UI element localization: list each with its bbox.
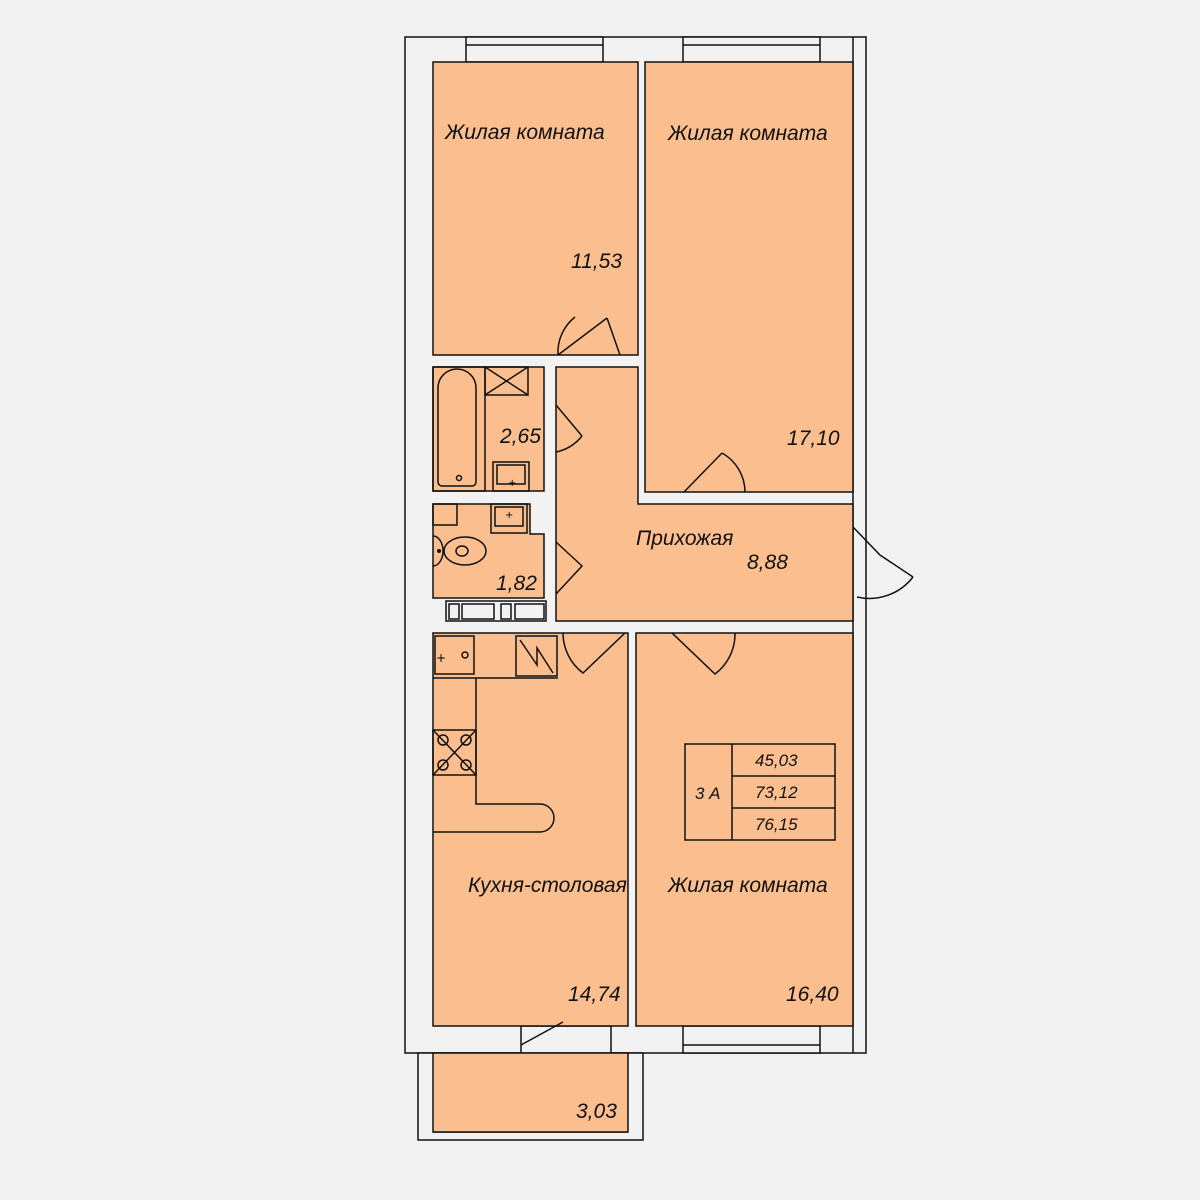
room-area-living-2: 17,10 bbox=[787, 427, 840, 450]
sink-icon: + bbox=[492, 461, 530, 492]
room-area-toilet: 1,82 bbox=[496, 572, 537, 595]
room-area-kitchen: 14,74 bbox=[568, 983, 621, 1006]
svg-text:+: + bbox=[508, 478, 516, 489]
sink-icon: + bbox=[490, 503, 528, 534]
shower-icon bbox=[484, 366, 529, 396]
room-name-kitchen: Кухня-столовая bbox=[468, 874, 627, 897]
stove-icon bbox=[432, 729, 477, 776]
area-summary-table: 3 А 45,03 73,12 76,15 bbox=[684, 743, 836, 841]
room-area-living-3: 16,40 bbox=[786, 983, 839, 1006]
room-hallway bbox=[555, 366, 854, 622]
room-living-1 bbox=[432, 61, 639, 356]
room-kitchen bbox=[432, 632, 629, 1027]
room-living-2 bbox=[644, 61, 854, 493]
apartment-type: 3 А bbox=[695, 784, 721, 803]
svg-text:+: + bbox=[436, 651, 446, 665]
room-name-living-2: Жилая комната bbox=[667, 122, 828, 145]
room-name-hallway: Прихожая bbox=[636, 527, 733, 550]
storage-shelves bbox=[445, 600, 547, 622]
room-living-3 bbox=[635, 632, 854, 1027]
room-area-balcony: 3,03 bbox=[576, 1100, 617, 1123]
svg-text:+: + bbox=[505, 510, 513, 521]
room-area-bathroom: 2,65 bbox=[499, 425, 541, 448]
bathtub-icon bbox=[432, 366, 486, 492]
room-toilet bbox=[432, 503, 545, 599]
room-name-living-3: Жилая комната bbox=[667, 874, 828, 897]
room-area-hallway: 8,88 bbox=[747, 551, 788, 574]
toilet-icon bbox=[432, 503, 487, 567]
total-area: 73,12 bbox=[755, 783, 798, 802]
kitchen-counter: + bbox=[433, 635, 558, 833]
room-area-living-1: 11,53 bbox=[571, 250, 622, 273]
doors bbox=[520, 316, 914, 1046]
room-name-living-1: Жилая комната bbox=[444, 121, 605, 144]
total-area-with-balcony: 76,15 bbox=[755, 815, 798, 834]
room-balcony bbox=[432, 1052, 629, 1133]
living-area: 45,03 bbox=[755, 751, 798, 770]
